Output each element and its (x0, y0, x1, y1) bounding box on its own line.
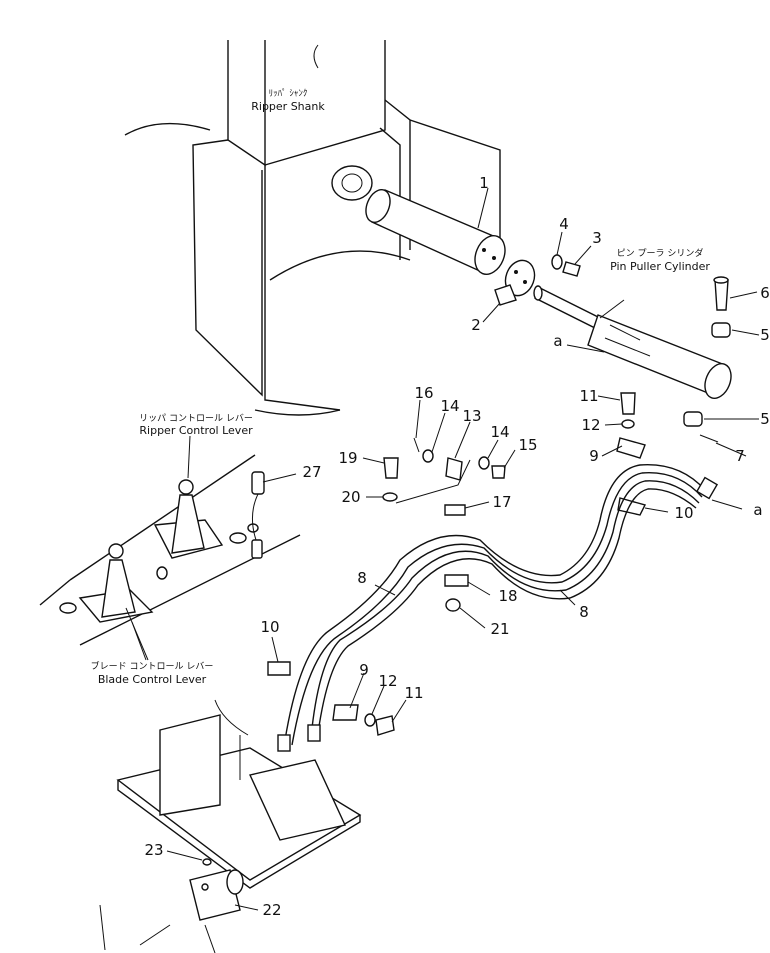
pin-puller-cylinder-label: Pin Puller Cylinder (610, 260, 710, 273)
callout-1: 1 (479, 174, 489, 192)
callout-18: 18 (498, 587, 517, 605)
oring-part-23 (202, 858, 212, 866)
ref-a-right: a (753, 501, 762, 519)
washer-part-12-upper (621, 419, 635, 429)
washer-part-4 (551, 254, 563, 270)
hose-part-8 (277, 464, 719, 752)
callout-4: 4 (559, 215, 569, 233)
ripper-control-lever (153, 479, 224, 559)
washer-part-20 (382, 492, 398, 502)
callout-13: 13 (462, 407, 481, 425)
blade-control-lever (78, 543, 154, 623)
nut-part-21 (445, 598, 461, 612)
washer-part-14-right (478, 456, 490, 470)
callout-17: 17 (492, 493, 511, 511)
fitting-lower-left (99, 904, 216, 953)
ripper-control-lever-label-jp: リッパ コントロール レバー (139, 413, 253, 424)
callout-27: 27 (302, 463, 321, 481)
pin-puller-cylinder-label-jp: ピン プーラ シリンダ (617, 247, 704, 259)
callout-5-upper: 5 (760, 326, 770, 344)
callout-19: 19 (338, 449, 357, 467)
valve-part-22 (189, 869, 244, 921)
callout-2: 2 (471, 316, 481, 334)
blade-control-lever-label-jp: ブレード コントロール レバー (91, 660, 214, 672)
lever-panel (39, 454, 301, 646)
clamp-part-10-upper (617, 497, 647, 516)
callout-14-right: 14 (490, 423, 509, 441)
ripper-control-lever-label: Ripper Control Lever (139, 424, 253, 437)
ripper-shank-label-jp: ﾘｯﾊﾟ ｼｬﾝｸ (269, 88, 308, 99)
ref-a-top: a (553, 332, 562, 350)
callout-16: 16 (414, 384, 433, 402)
bushing-part-5-lower (683, 411, 703, 427)
leader-lines (125, 187, 760, 911)
ripper-shank-label: Ripper Shank (251, 100, 325, 113)
clamp-part-18 (444, 574, 469, 587)
clamp-part-10-lower (267, 661, 291, 676)
clamp-part-17 (444, 504, 466, 516)
callout-22: 22 (262, 901, 281, 919)
bolt-part-11-upper (620, 392, 636, 415)
callout-8-left: 8 (357, 569, 367, 587)
callout-23: 23 (144, 841, 163, 859)
callout-9-upper: 9 (589, 447, 599, 465)
callout-7: 7 (735, 447, 745, 465)
bushing-part-5-upper (711, 322, 731, 338)
bolt-part-11-lower (375, 715, 395, 736)
control-valve-base (116, 699, 362, 889)
pin-part-16 (413, 437, 420, 453)
callout-9-lower: 9 (359, 661, 369, 679)
pin-part-6 (713, 276, 729, 311)
clamp-part-13 (445, 457, 463, 481)
clamp-part-9-upper (616, 437, 646, 459)
washer-part-12-lower (364, 713, 376, 727)
bolt-part-15 (491, 465, 506, 479)
callout-3: 3 (592, 229, 602, 247)
blade-control-lever-label: Blade Control Lever (98, 673, 207, 686)
callout-20: 20 (341, 488, 360, 506)
bolt-part-19 (383, 457, 399, 479)
callout-numbers: 1 2 3 4 5 5 6 7 8 8 9 9 10 10 11 11 12 1… (144, 174, 769, 919)
callout-10-upper: 10 (674, 504, 693, 522)
washer-part-14-left (422, 449, 434, 463)
callout-8-right: 8 (579, 603, 589, 621)
callout-21: 21 (490, 620, 509, 638)
ring-part-7 (699, 434, 719, 443)
callout-11-lower: 11 (404, 684, 423, 702)
callout-15: 15 (518, 436, 537, 454)
bolt-part-3 (562, 261, 581, 277)
assembly-line (395, 459, 471, 504)
callout-11-upper: 11 (579, 387, 598, 405)
callout-10-lower: 10 (260, 618, 279, 636)
callout-5-lower: 5 (760, 410, 770, 428)
callout-6: 6 (760, 284, 770, 302)
pin-puller-cylinder (533, 285, 732, 399)
callout-12-upper: 12 (581, 416, 600, 434)
clamp-part-9-lower (332, 704, 359, 721)
text-labels: ﾘｯﾊﾟ ｼｬﾝｸ Ripper Shank ピン プーラ シリンダ Pin P… (91, 88, 763, 686)
callout-14-left: 14 (440, 397, 459, 415)
adapter-part-2 (494, 259, 536, 306)
switch-part-27 (251, 471, 265, 559)
callout-12-lower: 12 (378, 672, 397, 690)
ripper-shank-frame (124, 40, 501, 416)
pin-part-1 (365, 189, 506, 275)
